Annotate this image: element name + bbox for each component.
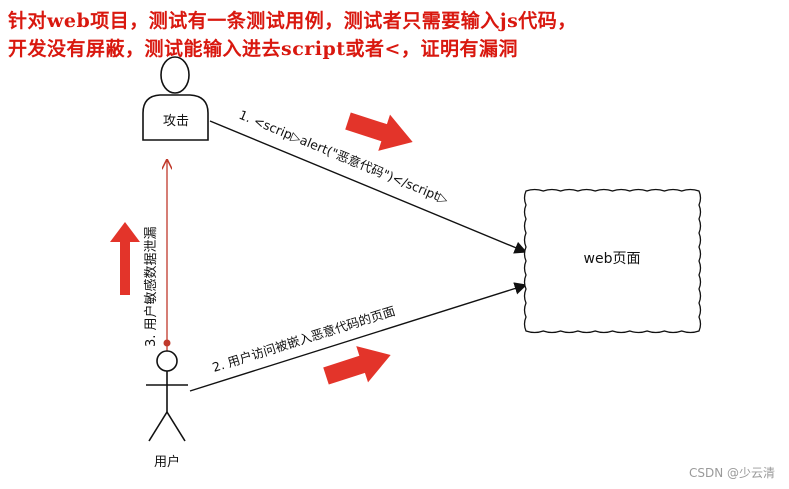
user-head — [156, 350, 178, 372]
webpage-label: web页面 — [584, 251, 641, 267]
webpage-box — [523, 188, 702, 334]
attacker-label: 攻击 — [163, 114, 189, 129]
up-block-arrow — [110, 222, 140, 295]
step1-block-arrow — [345, 112, 413, 151]
attacker-body — [142, 94, 209, 141]
step1-arrow — [209, 120, 528, 254]
title-line-2: 开发没有屏蔽，测试能输入进去script或者<，证明有漏洞 — [8, 38, 518, 60]
attacker-head — [160, 56, 190, 94]
step2-block-arrow — [323, 346, 391, 385]
title-line-1: 针对web项目，测试有一条测试用例，测试者只需要输入js代码， — [8, 10, 577, 32]
step2-arrow — [189, 282, 528, 392]
step3-label: 3. 用户敏感数据泄漏 — [143, 226, 159, 347]
leak-start-dot — [163, 339, 171, 347]
attacker-actor: 攻击 — [142, 56, 209, 141]
user-actor: 用户 — [146, 350, 188, 470]
step1-label: 1. <scrip▷alert("恶意代码")</script▷ — [237, 107, 451, 207]
user-label: 用户 — [154, 454, 180, 470]
watermark: CSDN @少云清 — [688, 466, 775, 480]
